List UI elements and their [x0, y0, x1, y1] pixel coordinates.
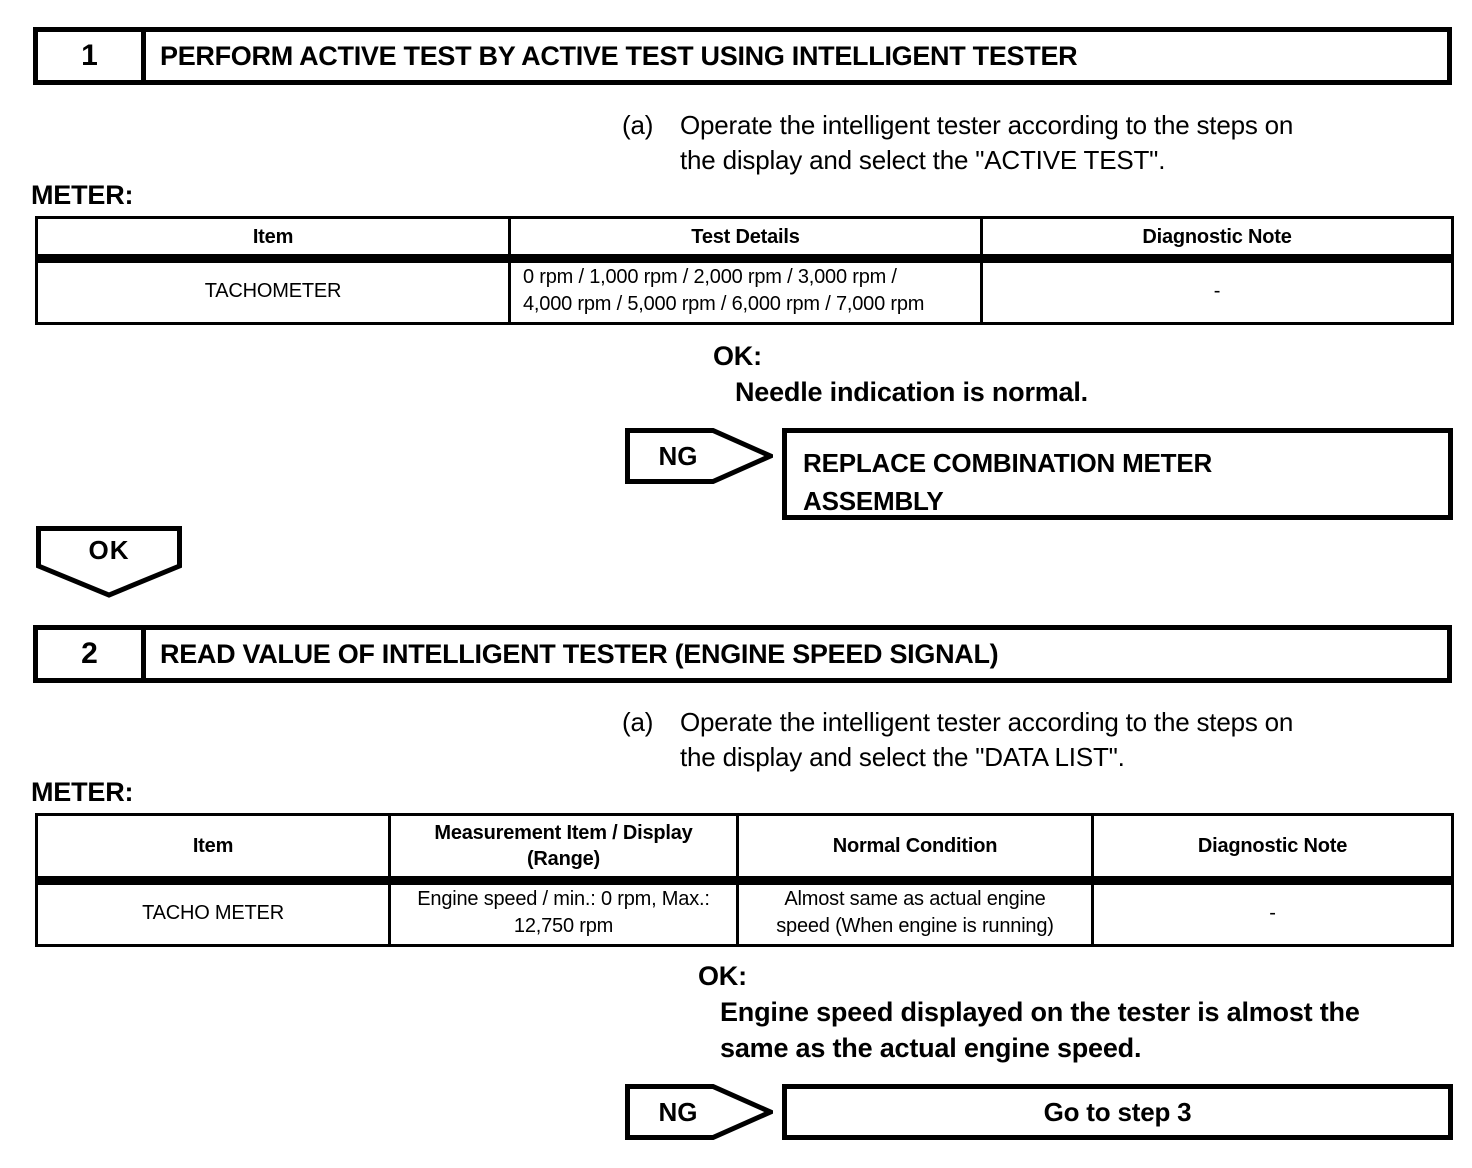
step-2-header-bar: 2 READ VALUE OF INTELLIGENT TESTER (ENGI…: [33, 625, 1452, 683]
step-2-cell-normal-condition: Almost same as actual engine speed (When…: [736, 879, 1094, 947]
step-2-ok-result: OK: Engine speed displayed on the tester…: [698, 958, 1458, 1066]
step-2-cell-condition-line-1: Almost same as actual engine: [784, 888, 1046, 910]
step-2-ok-line-1: Engine speed displayed on the tester is …: [720, 997, 1360, 1027]
step-2-cell-measurement-line-1: Engine speed / min.: 0 rpm, Max.:: [417, 888, 710, 910]
step-2-table-wrapper: Item Measurement Item / Display (Range) …: [35, 813, 1454, 947]
step-2-number: 2: [38, 630, 146, 678]
step-2-ok-text: Engine speed displayed on the tester is …: [698, 994, 1458, 1066]
step-2-table-row: TACHO METER Engine speed / min.: 0 rpm, …: [35, 879, 1454, 947]
step-2-header-measurement-line-2: (Range): [526, 848, 601, 870]
step-1-number: 1: [38, 32, 146, 80]
step-2-cell-measurement: Engine speed / min.: 0 rpm, Max.: 12,750…: [388, 879, 739, 947]
step-1-ng-action-line-1: REPLACE COMBINATION METER: [803, 448, 1213, 478]
step-2-cell-diagnostic-note: -: [1091, 879, 1454, 947]
step-1-title: PERFORM ACTIVE TEST BY ACTIVE TEST USING…: [160, 40, 1078, 71]
step-2-header-measurement-line-1: Measurement Item / Display: [434, 822, 693, 844]
step-2-ng-action-box: Go to step 3: [782, 1084, 1453, 1140]
step-2-table-double-rule: [35, 882, 1451, 885]
step-2-instruction-line-1: Operate the intelligent tester according…: [680, 707, 1294, 737]
step-1-header-diagnostic-note: Diagnostic Note: [980, 216, 1454, 257]
ng-badge-step-1: NG: [625, 428, 773, 484]
step-2-ok-line-2: same as the actual engine speed.: [720, 1033, 1142, 1063]
step-1-table-row: TACHOMETER 0 rpm / 1,000 rpm / 2,000 rpm…: [35, 257, 1454, 325]
step-2-instruction-line-2: the display and select the "DATA LIST".: [680, 742, 1125, 772]
step-2-instruction-marker: (a): [622, 707, 654, 737]
step-1-cell-test-details: 0 rpm / 1,000 rpm / 2,000 rpm / 3,000 rp…: [508, 257, 983, 325]
ng-badge-step-1-label: NG: [658, 440, 698, 471]
step-1-active-test-table: Item Test Details Diagnostic Note TACHOM…: [35, 216, 1454, 325]
step-1-instruction-line-1: Operate the intelligent tester according…: [680, 110, 1294, 140]
step-1-instruction: (a) Operate the intelligent tester accor…: [622, 108, 1452, 178]
step-1-ng-action-box: REPLACE COMBINATION METER ASSEMBLY: [782, 428, 1453, 520]
step-2-cell-item: TACHO METER: [35, 879, 391, 947]
step-2-ok-label: OK:: [698, 961, 747, 991]
step-1-ok-text: Needle indication is normal.: [735, 377, 1088, 407]
step-1-header-test-details: Test Details: [508, 216, 983, 257]
step-2-header-measurement-item: Measurement Item / Display (Range): [388, 813, 739, 879]
step-2-instruction: (a) Operate the intelligent tester accor…: [622, 705, 1452, 775]
step-2-header-normal-condition: Normal Condition: [736, 813, 1094, 879]
step-1-cell-test-details-line-2: 4,000 rpm / 5,000 rpm / 6,000 rpm / 7,00…: [523, 293, 925, 315]
step-1-cell-test-details-line-1: 0 rpm / 1,000 rpm / 2,000 rpm / 3,000 rp…: [523, 266, 897, 288]
step-1-table-wrapper: Item Test Details Diagnostic Note TACHOM…: [35, 216, 1454, 325]
step-2-table-header-row: Item Measurement Item / Display (Range) …: [35, 813, 1454, 879]
step-1-ok-result: OK: Needle indication is normal.: [713, 338, 1453, 410]
step-2-title: READ VALUE OF INTELLIGENT TESTER (ENGINE…: [160, 638, 999, 669]
step-2-cell-measurement-line-2: 12,750 rpm: [513, 915, 614, 937]
step-2-data-list-table: Item Measurement Item / Display (Range) …: [35, 813, 1454, 947]
step-1-cell-diagnostic-note: -: [980, 257, 1454, 325]
step-1-ng-action-line-2: ASSEMBLY: [803, 486, 944, 516]
step-2-ng-action-text: Go to step 3: [1043, 1097, 1192, 1127]
step-2-ng-branch: NG Go to step 3: [625, 1084, 1453, 1140]
ng-badge-step-2-label: NG: [658, 1096, 698, 1127]
step-1-header-bar: 1 PERFORM ACTIVE TEST BY ACTIVE TEST USI…: [33, 27, 1452, 85]
step-2-cell-condition-line-2: speed (When engine is running): [776, 915, 1054, 937]
step-2-header-item: Item: [35, 813, 391, 879]
step-1-table-header-row: Item Test Details Diagnostic Note: [35, 216, 1454, 257]
step-1-header-item: Item: [35, 216, 511, 257]
step-1-ng-branch: NG REPLACE COMBINATION METER ASSEMBLY: [625, 428, 1453, 520]
step-1-table-caption: METER:: [31, 180, 134, 210]
step-1-cell-item: TACHOMETER: [35, 257, 511, 325]
step-2-instruction-text: Operate the intelligent tester according…: [680, 705, 1452, 775]
step-1-instruction-marker: (a): [622, 110, 654, 140]
step-1-ng-action-text: REPLACE COMBINATION METER ASSEMBLY: [803, 444, 1212, 520]
step-1-ok-label: OK:: [713, 341, 762, 371]
ok-connector-badge-label: OK: [88, 534, 130, 565]
step-2-table-caption: METER:: [31, 777, 134, 807]
step-2-header-diagnostic-note: Diagnostic Note: [1091, 813, 1454, 879]
ok-connector-badge: OK: [36, 526, 182, 598]
step-1-instruction-line-2: the display and select the "ACTIVE TEST"…: [680, 145, 1166, 175]
ng-badge-step-2: NG: [625, 1084, 773, 1140]
step-1-table-double-rule: [35, 260, 1451, 263]
step-1-instruction-text: Operate the intelligent tester according…: [680, 108, 1452, 178]
